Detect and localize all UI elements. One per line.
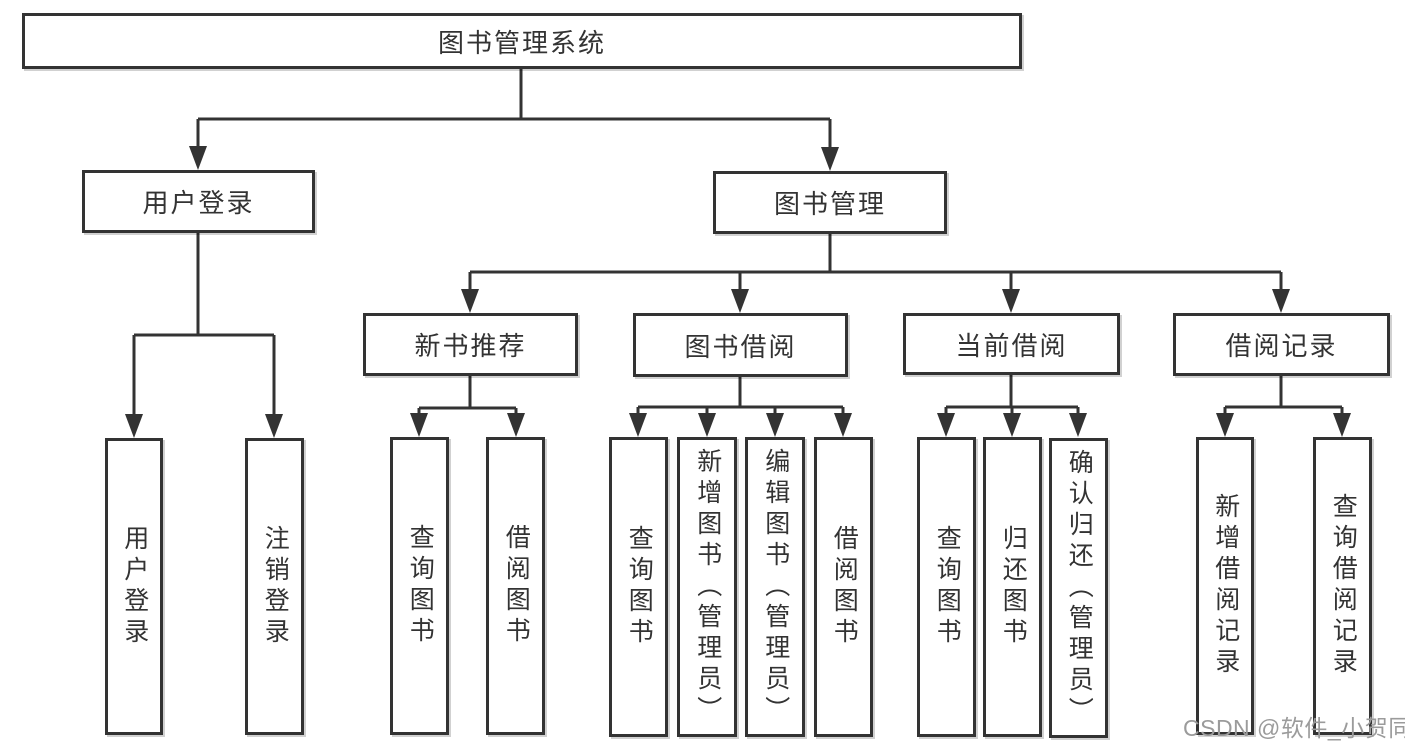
- node-user-login-action: 用户登录: [105, 438, 163, 735]
- node-confirm-return-admin: 确认归还（管理员）: [1049, 438, 1108, 738]
- node-current-borrowing: 当前借阅: [903, 313, 1120, 375]
- node-add-books-admin: 新增图书（管理员）: [677, 437, 737, 737]
- node-book-borrowing: 图书借阅: [633, 313, 848, 377]
- node-new-book-recommend: 新书推荐: [363, 313, 578, 376]
- node-user-login: 用户登录: [82, 170, 315, 233]
- node-add-borrow-record: 新增借阅记录: [1196, 437, 1254, 735]
- node-book-management: 图书管理: [713, 171, 947, 234]
- node-root: 图书管理系统: [22, 13, 1022, 69]
- node-borrow-books-borrowing: 借阅图书: [814, 437, 873, 737]
- node-borrowing-records: 借阅记录: [1173, 313, 1390, 376]
- node-query-books-borrowing: 查询图书: [609, 437, 668, 737]
- watermark-text: CSDN @软件_小贺同学: [1183, 715, 1405, 741]
- node-edit-books-admin: 编辑图书（管理员）: [745, 437, 805, 737]
- node-borrow-books-recommend: 借阅图书: [486, 437, 545, 735]
- node-query-books-current: 查询图书: [917, 437, 976, 737]
- node-return-books: 归还图书: [983, 437, 1042, 737]
- node-logout-action: 注销登录: [245, 438, 304, 735]
- node-query-borrow-record: 查询借阅记录: [1313, 437, 1372, 735]
- node-query-books-recommend: 查询图书: [390, 437, 449, 735]
